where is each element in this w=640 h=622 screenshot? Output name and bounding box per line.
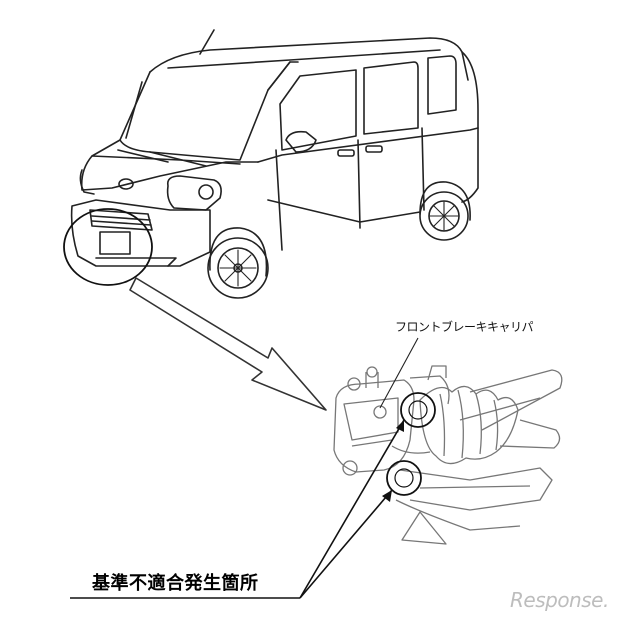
front-highlight-circle: [63, 208, 153, 286]
caliper-detail-illustration: [333, 365, 563, 545]
vehicle-illustration: [70, 29, 479, 299]
pointer-arrowheads: [382, 420, 404, 502]
lower-bolt-highlight: [386, 460, 422, 496]
defect-location-label: 基準不適合発生箇所: [92, 573, 259, 594]
caliper-label: フロントブレーキキャリパ: [395, 320, 534, 334]
response-watermark: Response.: [510, 588, 609, 612]
upper-bolt-highlight: [400, 392, 436, 428]
callout-arrow: [129, 277, 327, 411]
caliper-pointer-line: [379, 337, 419, 409]
defect-pointer-lines: [70, 419, 405, 599]
defect-bolts: [386, 392, 436, 496]
